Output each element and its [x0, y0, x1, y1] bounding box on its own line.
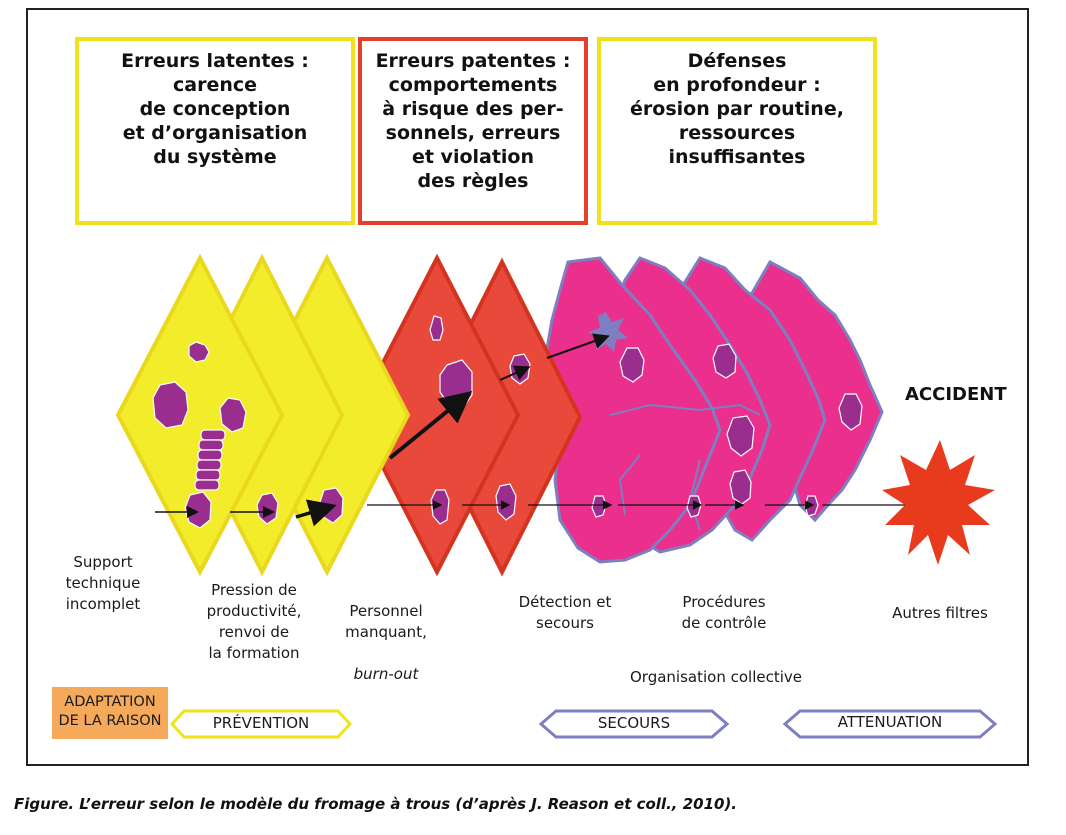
accident-explosion	[882, 440, 995, 565]
hole-tunnel	[194, 429, 226, 491]
attenuation-label: ATTENUATION	[837, 713, 943, 731]
hole	[188, 341, 210, 363]
active-errors-box: Erreurs patentes : comportements à risqu…	[358, 37, 588, 225]
hole	[712, 343, 737, 379]
red-slices	[353, 253, 583, 577]
secours-label: SECOURS	[597, 714, 671, 732]
latent-errors-text: Erreurs latentes : carence de conception…	[121, 50, 309, 168]
adaptation-box: ADAPTATION DE LA RAISON	[52, 687, 168, 739]
hole	[219, 397, 247, 433]
label-burnout: burn-out	[353, 665, 419, 683]
prevention-pill	[169, 709, 353, 739]
hole	[729, 469, 752, 505]
figure-frame	[26, 8, 1029, 766]
secours-pill	[538, 709, 730, 739]
hole	[726, 415, 755, 457]
hole	[152, 381, 189, 429]
hole	[686, 495, 702, 518]
defenses-box: Défenses en profondeur : érosion par rou…	[597, 37, 877, 225]
label-support: Support technique incomplet	[65, 553, 141, 613]
hole	[619, 347, 645, 383]
prevention-label: PRÉVENTION	[212, 714, 310, 732]
defenses-text: Défenses en profondeur : érosion par rou…	[630, 50, 844, 168]
label-autres-filtres: Autres filtres	[892, 604, 988, 622]
label-pression: Pression de productivité, renvoi de la f…	[206, 581, 302, 662]
hole	[184, 491, 212, 529]
active-errors-text: Erreurs patentes : comportements à risqu…	[375, 50, 571, 192]
hole	[591, 495, 607, 518]
figure-caption: Figure. L’erreur selon le modèle du from…	[14, 795, 738, 813]
swiss-cheese-diagram	[115, 253, 998, 739]
yellow-slices	[115, 253, 411, 577]
label-personnel-group: Personnel manquant, burn-out	[336, 580, 436, 685]
hole	[838, 393, 863, 431]
label-personnel: Personnel manquant,	[345, 602, 427, 641]
accident-label: ACCIDENT	[905, 384, 1007, 405]
label-organisation: Organisation collective	[630, 668, 802, 686]
attenuation-pill	[782, 709, 998, 739]
yellow-slice-1	[115, 253, 285, 577]
label-detection: Détection et secours	[518, 593, 612, 632]
pink-slices	[543, 256, 884, 564]
hole	[429, 315, 444, 341]
trajectory-arrows	[155, 333, 935, 527]
label-procedures: Procédures de contrôle	[681, 593, 767, 632]
latent-errors-box: Erreurs latentes : carence de conception…	[75, 37, 355, 225]
